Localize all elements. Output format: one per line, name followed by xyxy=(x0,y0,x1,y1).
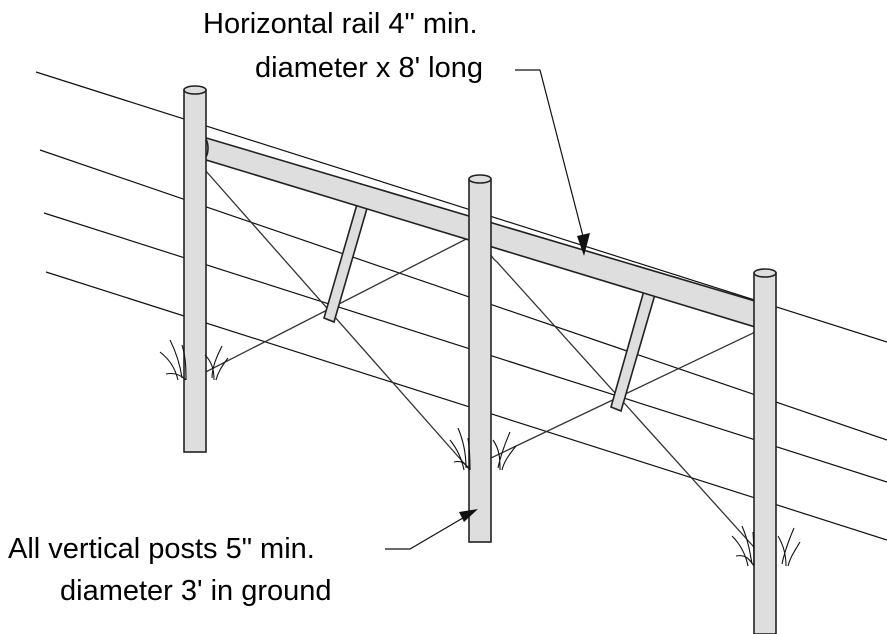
posts-label-line2: diameter 3' in ground xyxy=(60,575,332,607)
rail-label-line2: diameter x 8' long xyxy=(255,52,483,84)
rail-label-line1: Horizontal rail 4" min. xyxy=(203,8,478,40)
grass-tuft-1 xyxy=(159,339,229,381)
wire-2 xyxy=(39,149,887,441)
vertical-posts xyxy=(183,85,777,634)
rail-leader-line xyxy=(515,69,585,241)
strut-2 xyxy=(610,285,657,413)
posts-leader-line xyxy=(385,514,469,550)
grass-tufts xyxy=(159,339,801,567)
grass-tuft-2 xyxy=(449,427,517,471)
strut-1 xyxy=(323,192,371,324)
leader-arrows xyxy=(385,69,590,550)
post-1-top xyxy=(183,85,207,95)
posts-label-line1: All vertical posts 5" min. xyxy=(8,533,315,565)
post-1 xyxy=(183,89,207,453)
posts-arrowhead xyxy=(459,509,478,522)
post-2 xyxy=(468,178,492,543)
post-2-top xyxy=(468,174,492,184)
wire-1 xyxy=(35,71,887,343)
post-3 xyxy=(753,272,777,634)
post-3-top xyxy=(753,268,777,278)
grass-tuft-3 xyxy=(731,525,801,567)
rail-arrowhead xyxy=(577,233,590,256)
annotation-labels: Horizontal rail 4" min. diameter x 8' lo… xyxy=(8,8,483,607)
